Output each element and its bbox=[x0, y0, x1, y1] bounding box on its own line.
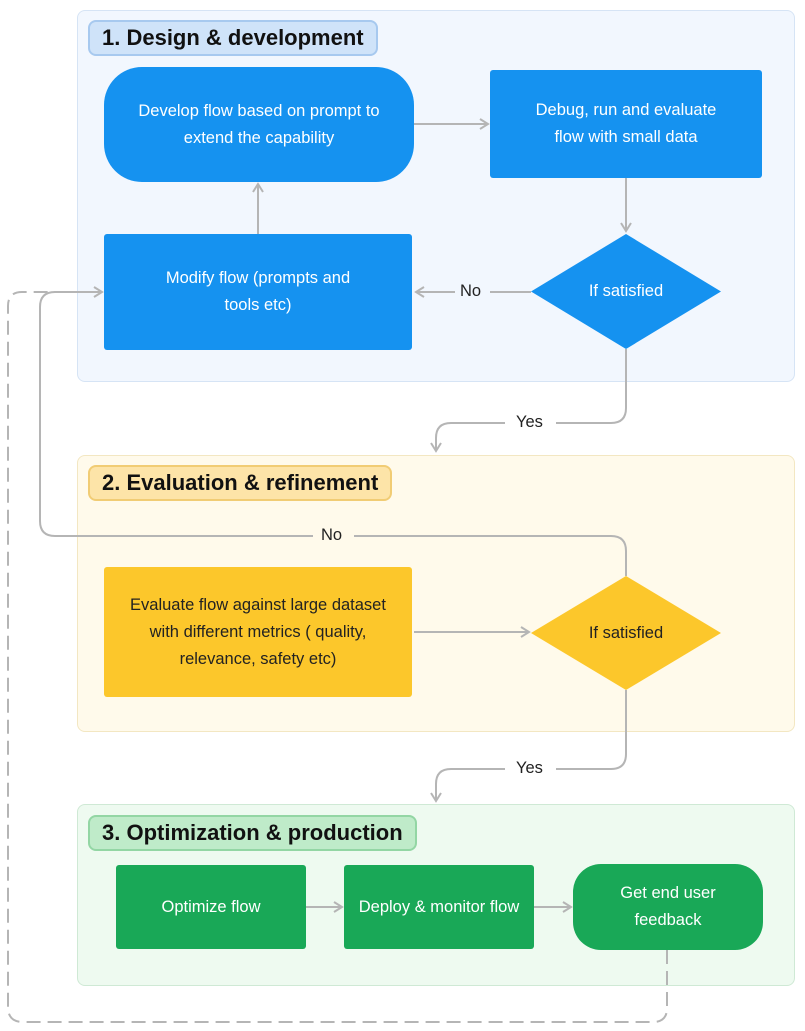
decision-2-label: If satisfied bbox=[588, 623, 664, 642]
edge-decision-1-yes bbox=[436, 349, 627, 451]
decision-2-shape bbox=[531, 576, 721, 690]
section-evaluation-title: 2. Evaluation & refinement bbox=[88, 465, 393, 501]
node-develop-flow: Develop flow based on prompt to extend t… bbox=[104, 67, 414, 182]
edge-label-no-2: No bbox=[321, 526, 343, 544]
node-modify-flow: Modify flow (prompts and tools etc) bbox=[104, 234, 412, 350]
edge-label-yes-2: Yes bbox=[516, 759, 543, 777]
edge-decision-2-no bbox=[39, 292, 627, 576]
edge-label-no-1: No bbox=[460, 282, 482, 300]
node-evaluate-flow: Evaluate flow against large dataset with… bbox=[104, 567, 412, 697]
decision-1-label: If satisfied bbox=[588, 282, 664, 300]
section-design-title: 1. Design & development bbox=[88, 20, 378, 56]
node-feedback: Get end user feedback bbox=[573, 864, 763, 950]
edge-label-yes-1: Yes bbox=[516, 413, 543, 431]
node-decision-1: If satisfied bbox=[531, 234, 721, 349]
node-decision-2: If satisfied bbox=[531, 576, 721, 690]
node-optimize-flow: Optimize flow bbox=[116, 865, 306, 949]
node-deploy-flow: Deploy & monitor flow bbox=[344, 865, 534, 949]
edge-feedback-loop bbox=[7, 291, 668, 1023]
node-debug-flow: Debug, run and evaluate flow with small … bbox=[490, 70, 762, 178]
section-optimization-title: 3. Optimization & production bbox=[88, 815, 417, 851]
edge-decision-2-yes bbox=[436, 690, 627, 801]
decision-1-shape bbox=[531, 234, 721, 349]
